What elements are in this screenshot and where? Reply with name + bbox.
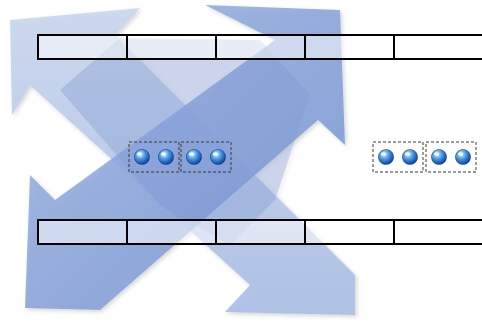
blue-bead-icon [378,149,394,165]
bead-group-frame [180,141,232,173]
bead-highlight [433,152,440,156]
blue-bead-icon [402,149,418,165]
blue-bead-icon [134,149,150,165]
top-strip-cell [126,34,217,60]
bead-group-right-1 [372,141,424,173]
bottom-strip-cell [37,219,128,245]
blue-bead-icon [431,149,447,165]
bead-group-left-1 [128,141,180,173]
bead-highlight [457,152,464,156]
bead-groups [128,141,477,173]
bead-group-frame [425,141,477,173]
bead-highlight [212,152,219,156]
blue-bead-icon [186,149,202,165]
bead-group-frame [372,141,424,173]
bead-group-frame [128,141,180,173]
bead-highlight [188,152,195,156]
bead-group-left-2 [180,141,232,173]
bead-highlight [160,152,167,156]
top-strip [37,34,482,60]
bottom-strip-cell [304,219,395,245]
bead-highlight [404,152,411,156]
bead-group-right-2 [425,141,477,173]
bottom-strip-cell [215,219,306,245]
bottom-strip [37,219,482,245]
bead-highlight [136,152,143,156]
blue-bead-icon [210,149,226,165]
bottom-strip-cell [393,219,482,245]
top-strip-cell [37,34,128,60]
top-strip-cell [304,34,395,60]
bottom-strip-cell [126,219,217,245]
top-strip-cell [215,34,306,60]
top-strip-cell [393,34,482,60]
blue-bead-icon [455,149,471,165]
bead-highlight [380,152,387,156]
blue-bead-icon [158,149,174,165]
arrow-overlap [60,38,310,245]
